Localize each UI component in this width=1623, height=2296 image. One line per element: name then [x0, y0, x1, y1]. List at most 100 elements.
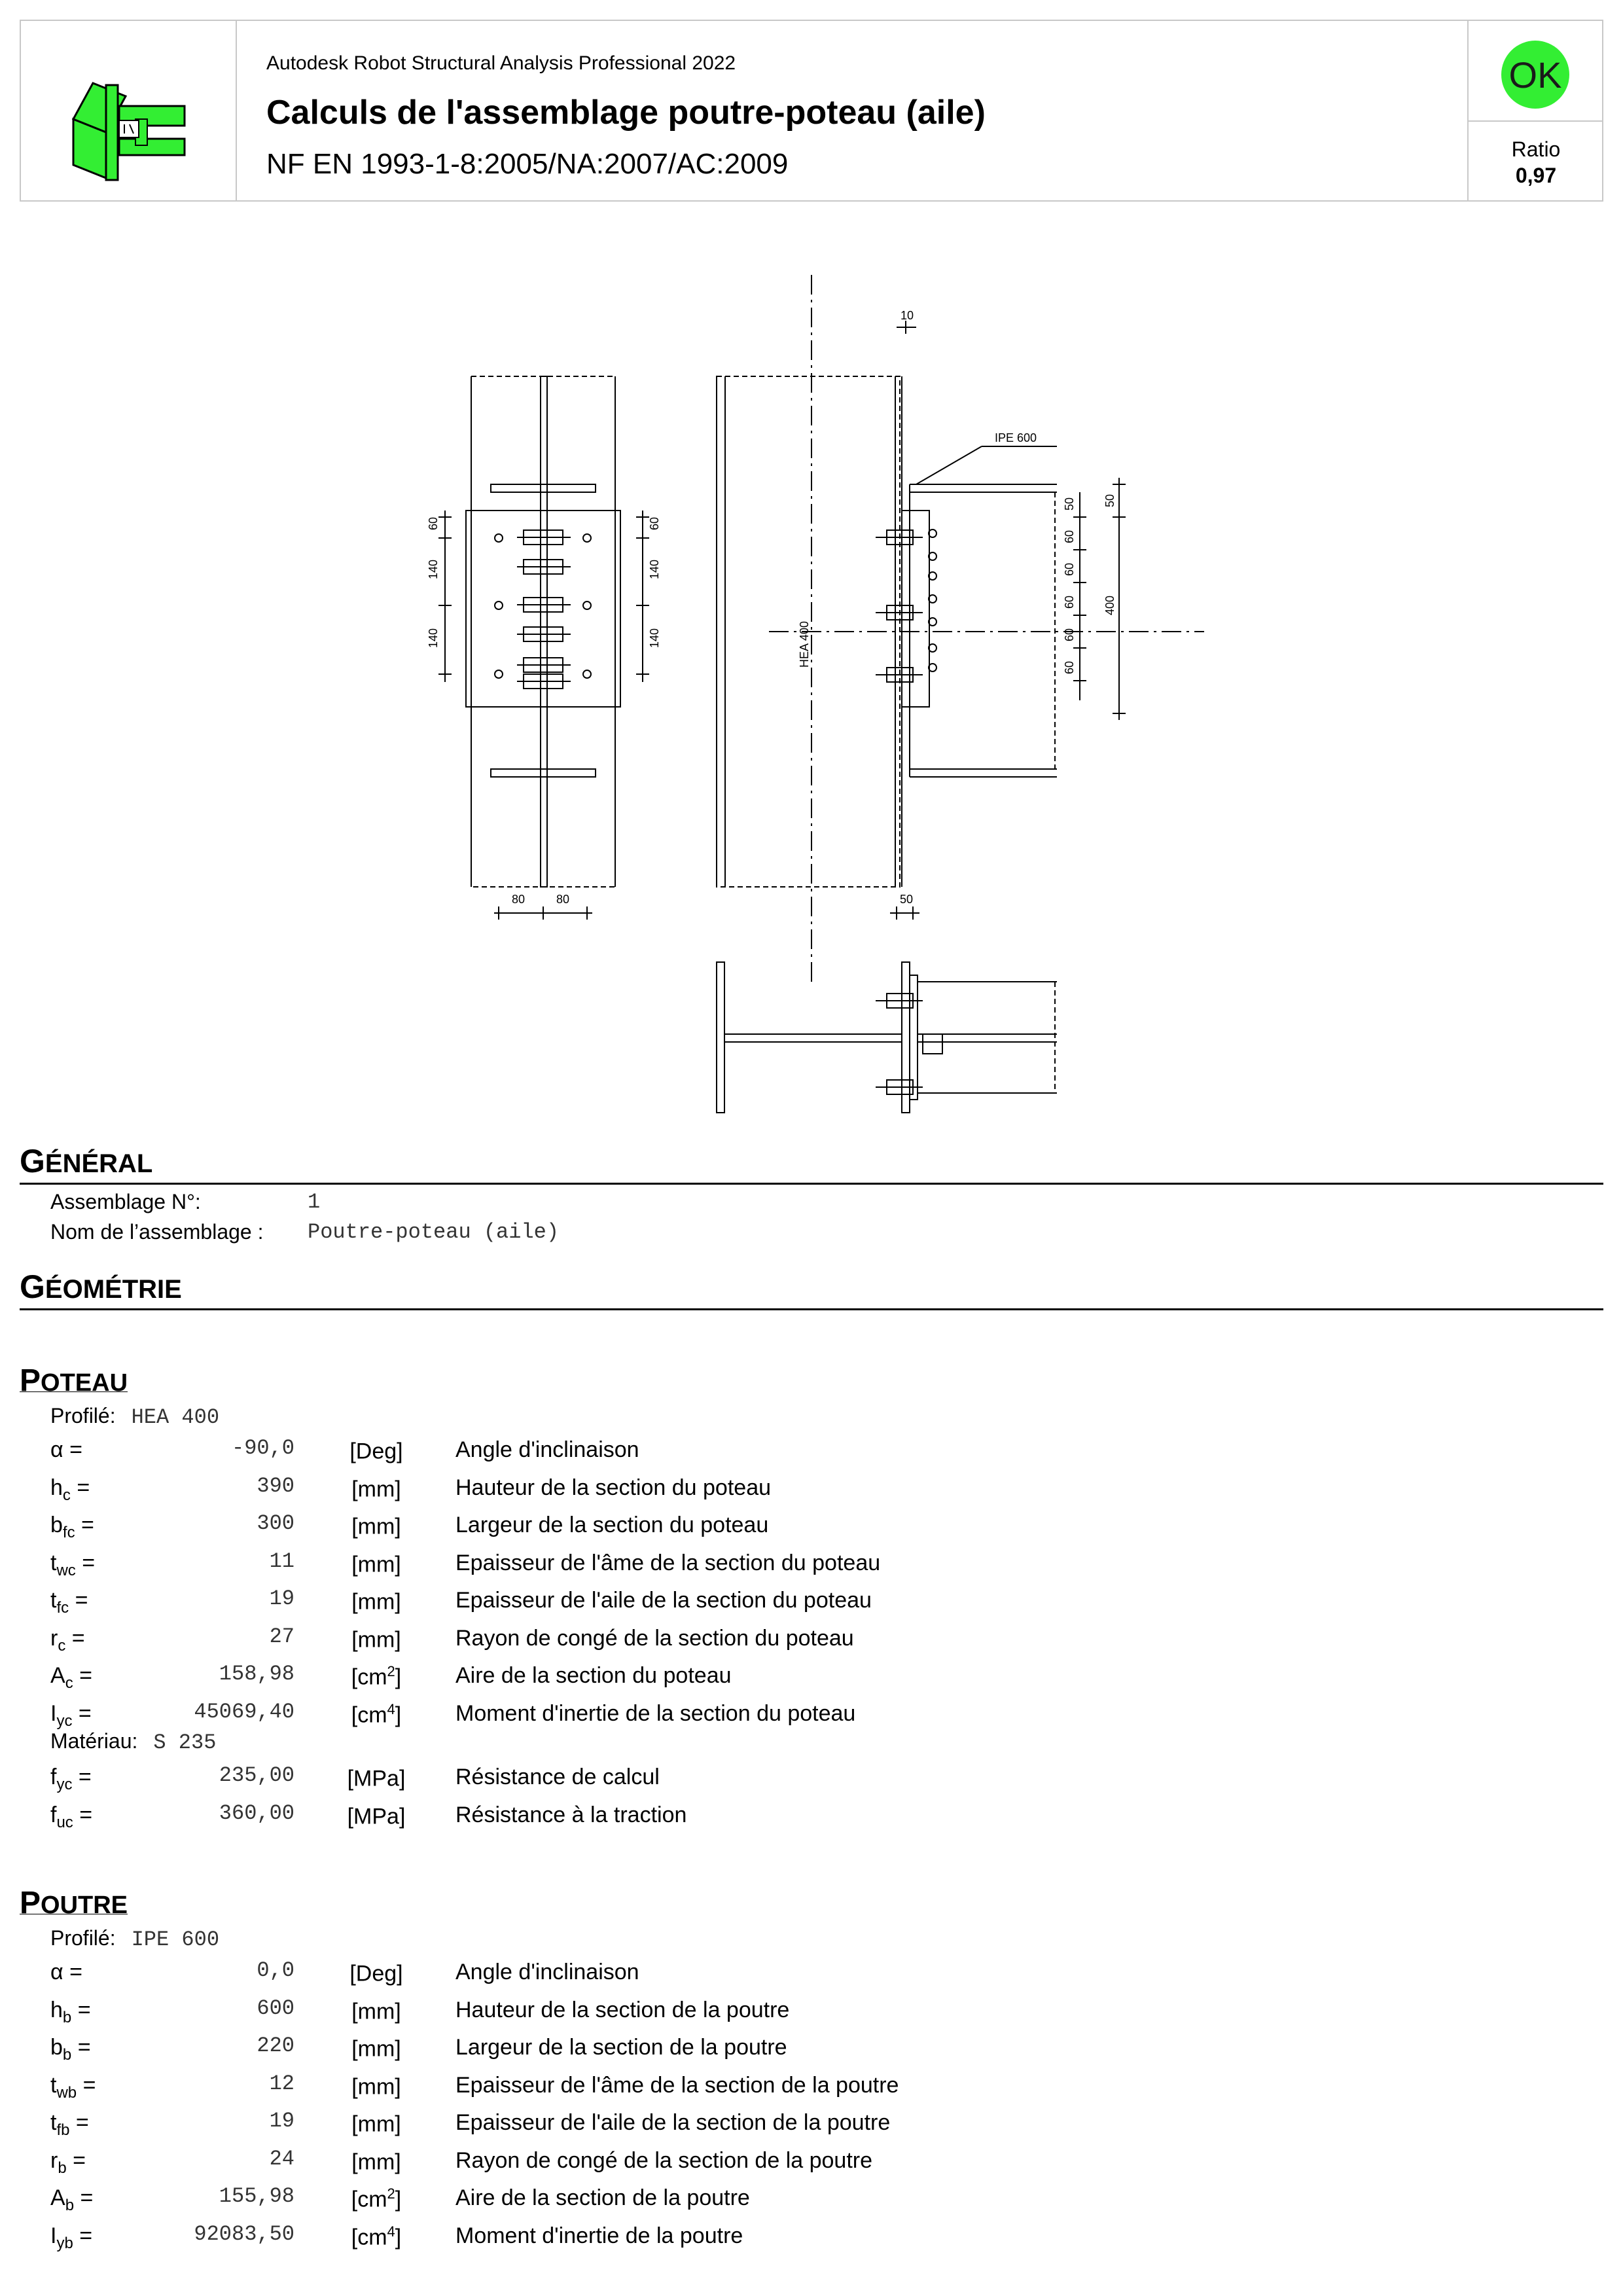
- property-unit: [cm2]: [351, 1663, 402, 1690]
- property-description: Angle d'inclinaison: [455, 1960, 639, 1984]
- column-material: Matériau:S 235: [50, 1729, 217, 1755]
- property-value: 360,00: [219, 1801, 294, 1825]
- dim-left-140a: 140: [427, 560, 440, 579]
- property-unit: [MPa]: [347, 1803, 406, 1829]
- property-value: 0,0: [257, 1958, 294, 1982]
- property-row: Ab =155,98[cm2]Aire de la section de la …: [0, 2181, 1623, 2218]
- section-column-heading: POTEAU: [20, 1363, 128, 1398]
- status-cell: OK Ratio 0,97: [1467, 21, 1603, 200]
- ratio-value: 0,97: [1515, 164, 1557, 187]
- side-view: [716, 275, 1204, 982]
- connection-drawing: 60 140 140 60 140 140 80 80: [393, 268, 1243, 1132]
- property-value: 92083,50: [194, 2221, 294, 2246]
- front-view: [438, 376, 649, 920]
- dim-side-60d: 60: [1063, 628, 1076, 641]
- dim-beam-top-50: 50: [1103, 494, 1116, 507]
- property-value: 390: [257, 1473, 294, 1498]
- property-row: tfb =19[mm]Epaisseur de l'aile de la sec…: [0, 2106, 1623, 2143]
- property-symbol: fuc =: [50, 1802, 93, 1831]
- property-row: fuc =360,00[MPa]Résistance à la traction: [0, 1799, 1623, 1835]
- section-geometry-heading: GÉOMÉTRIE: [20, 1268, 1603, 1310]
- property-symbol: bfc =: [50, 1513, 94, 1541]
- property-value: 45069,40: [194, 1699, 294, 1724]
- assembly-name-label: Nom de l’assemblage :: [50, 1220, 264, 1244]
- property-row: rc =27[mm]Rayon de congé de la section d…: [0, 1622, 1623, 1659]
- connection-logo-icon: [71, 82, 186, 181]
- property-description: Moment d'inertie de la section du poteau: [455, 1700, 856, 1726]
- dim-right-60: 60: [648, 517, 661, 530]
- dim-side-60e: 60: [1063, 661, 1076, 674]
- dim-left-60: 60: [427, 517, 440, 530]
- property-value: 19: [269, 2109, 294, 2133]
- dim-side-60a: 60: [1063, 530, 1076, 543]
- assembly-number-label: Assemblage N°:: [50, 1190, 201, 1213]
- beam-profile: Profilé:IPE 600: [50, 1926, 220, 1952]
- property-symbol: twc =: [50, 1550, 96, 1579]
- property-symbol: rc =: [50, 1625, 85, 1655]
- property-unit: [cm2]: [351, 2185, 402, 2212]
- property-value: 11: [269, 1549, 294, 1573]
- property-description: Epaisseur de l'âme de la section de la p…: [455, 2072, 899, 2098]
- property-row: bfc =300[mm]Largeur de la section du pot…: [0, 1509, 1623, 1545]
- property-symbol: hc =: [50, 1475, 90, 1504]
- property-description: Hauteur de la section de la poutre: [455, 1997, 790, 2022]
- property-value: 24: [269, 2146, 294, 2171]
- section-general-heading: GÉNÉRAL: [20, 1142, 1603, 1185]
- assembly-name-value: Poutre-poteau (aile): [308, 1220, 560, 1244]
- property-row: rb = 24 [mm] Rayon de congé de la section d…: [0, 2144, 1623, 2181]
- property-description: Angle d'inclinaison: [455, 1437, 639, 1462]
- property-symbol: hb =: [50, 1997, 91, 2026]
- dim-beam-400: 400: [1103, 596, 1116, 615]
- property-description: Aire de la section de la poutre: [455, 2185, 750, 2210]
- property-symbol: fyc =: [50, 1765, 92, 1793]
- property-symbol: twb =: [50, 2072, 96, 2102]
- section-beam-heading: POUTRE: [20, 1886, 128, 1920]
- assembly-number-value: 1: [308, 1190, 321, 1214]
- property-symbol: α =: [50, 1960, 82, 1984]
- property-unit: [mm]: [351, 2036, 401, 2062]
- dim-right-140b: 140: [648, 628, 661, 648]
- property-symbol: Iyb =: [50, 2223, 93, 2252]
- property-description: Epaisseur de l'âme de la section du pote…: [455, 1550, 881, 1575]
- property-description: Hauteur de la section du poteau: [455, 1475, 772, 1500]
- report-header: Autodesk Robot Structural Analysis Profe…: [20, 20, 1603, 202]
- property-value: 27: [269, 1624, 294, 1649]
- property-row: Iyb =92083,50[cm4]Moment d'inertie de la…: [0, 2219, 1623, 2256]
- dim-top-10: 10: [901, 309, 914, 322]
- column-profile: Profilé:HEA 400: [50, 1404, 220, 1429]
- dim-bottom-80a: 80: [512, 893, 525, 906]
- dim-left-140b: 140: [427, 628, 440, 648]
- property-symbol: Ab =: [50, 2185, 94, 2214]
- report-title: Calculs de l'assemblage poutre-poteau (a…: [266, 94, 986, 132]
- property-description: Aire de la section du poteau: [455, 1663, 732, 1688]
- header-main: Autodesk Robot Structural Analysis Profe…: [237, 21, 1467, 200]
- property-row: twc =11[mm]Epaisseur de l'âme de la sect…: [0, 1547, 1623, 1583]
- software-name: Autodesk Robot Structural Analysis Profe…: [266, 52, 736, 74]
- property-description: Rayon de congé de la section de la poutr…: [455, 2147, 873, 2173]
- property-symbol: bb =: [50, 2035, 91, 2064]
- property-symbol: rb =: [50, 2147, 86, 2177]
- dim-side-50: 50: [1063, 497, 1076, 511]
- property-unit: [mm]: [351, 1998, 401, 2024]
- property-row: Iyc =45069,40[cm4]Moment d'inertie de la…: [0, 1697, 1623, 1734]
- dim-side-60b: 60: [1063, 563, 1076, 576]
- property-unit: [Deg]: [349, 1961, 403, 1986]
- property-value: 12: [269, 2071, 294, 2096]
- ratio-label: Ratio: [1511, 137, 1561, 161]
- property-description: Résistance de calcul: [455, 1765, 660, 1789]
- property-value: 235,00: [219, 1763, 294, 1787]
- property-value: -90,0: [231, 1436, 294, 1460]
- logo-cell: [21, 21, 237, 200]
- property-unit: [cm4]: [351, 1700, 402, 1727]
- property-row: fyc =235,00[MPa]Résistance de calcul: [0, 1761, 1623, 1797]
- property-description: Moment d'inertie de la poutre: [455, 2223, 743, 2248]
- property-unit: [mm]: [351, 2149, 401, 2174]
- property-unit: [mm]: [351, 2111, 401, 2137]
- property-row: α = 0,0 [Deg] Angle d'inclinaison: [0, 1956, 1623, 1992]
- property-symbol: α =: [50, 1437, 82, 1462]
- dim-side-60c: 60: [1063, 596, 1076, 609]
- property-value: 600: [257, 1996, 294, 2020]
- property-row: twb =12[mm]Epaisseur de l'âme de la sect…: [0, 2069, 1623, 2106]
- property-description: Largeur de la section du poteau: [455, 1513, 769, 1537]
- property-row: hc =390[mm]Hauteur de la section du pote…: [0, 1471, 1623, 1508]
